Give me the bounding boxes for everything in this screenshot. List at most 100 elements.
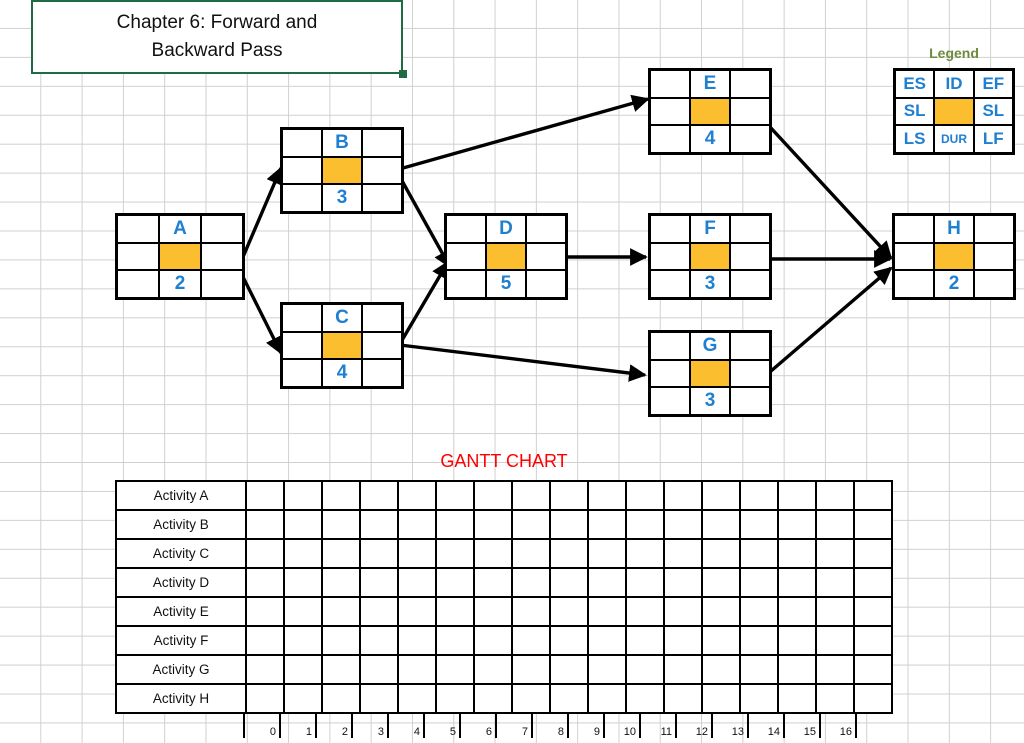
- gantt-cell[interactable]: [359, 567, 399, 598]
- gantt-cell[interactable]: [283, 538, 323, 569]
- gantt-cell[interactable]: [435, 567, 475, 598]
- gantt-cell[interactable]: [473, 509, 513, 540]
- gantt-cell[interactable]: [321, 683, 361, 714]
- gantt-cell[interactable]: [777, 567, 817, 598]
- gantt-cell[interactable]: [283, 480, 323, 511]
- gantt-cell[interactable]: [587, 567, 627, 598]
- gantt-cell[interactable]: [853, 538, 893, 569]
- gantt-cell[interactable]: [625, 567, 665, 598]
- gantt-cell[interactable]: [359, 683, 399, 714]
- gantt-cell[interactable]: [777, 596, 817, 627]
- gantt-cell[interactable]: [853, 683, 893, 714]
- gantt-cell[interactable]: [397, 596, 437, 627]
- gantt-cell[interactable]: [777, 538, 817, 569]
- gantt-cell[interactable]: [663, 654, 703, 685]
- gantt-cell[interactable]: [815, 654, 855, 685]
- gantt-cell[interactable]: [473, 567, 513, 598]
- gantt-cell[interactable]: [397, 538, 437, 569]
- gantt-cell[interactable]: [549, 538, 589, 569]
- gantt-cell[interactable]: [435, 480, 475, 511]
- gantt-cell[interactable]: [853, 625, 893, 656]
- gantt-cell[interactable]: [663, 683, 703, 714]
- gantt-cell[interactable]: [777, 509, 817, 540]
- gantt-cell[interactable]: [321, 509, 361, 540]
- gantt-cell[interactable]: [321, 538, 361, 569]
- gantt-cell[interactable]: [511, 625, 551, 656]
- gantt-cell[interactable]: [283, 567, 323, 598]
- gantt-cell[interactable]: [815, 625, 855, 656]
- gantt-cell[interactable]: [739, 625, 779, 656]
- gantt-cell[interactable]: [511, 596, 551, 627]
- gantt-cell[interactable]: [283, 683, 323, 714]
- gantt-cell[interactable]: [397, 654, 437, 685]
- gantt-cell[interactable]: [815, 567, 855, 598]
- gantt-cell[interactable]: [587, 625, 627, 656]
- gantt-cell[interactable]: [245, 538, 285, 569]
- gantt-cell[interactable]: [777, 480, 817, 511]
- gantt-cell[interactable]: [587, 596, 627, 627]
- gantt-cell[interactable]: [815, 596, 855, 627]
- gantt-cell[interactable]: [397, 683, 437, 714]
- gantt-cell[interactable]: [549, 683, 589, 714]
- gantt-cell[interactable]: [587, 683, 627, 714]
- gantt-cell[interactable]: [701, 654, 741, 685]
- gantt-cell[interactable]: [359, 596, 399, 627]
- gantt-cell[interactable]: [625, 509, 665, 540]
- gantt-cell[interactable]: [359, 538, 399, 569]
- gantt-cell[interactable]: [815, 683, 855, 714]
- gantt-cell[interactable]: [777, 654, 817, 685]
- gantt-cell[interactable]: [815, 509, 855, 540]
- gantt-cell[interactable]: [739, 480, 779, 511]
- gantt-cell[interactable]: [321, 654, 361, 685]
- gantt-cell[interactable]: [511, 538, 551, 569]
- gantt-cell[interactable]: [549, 509, 589, 540]
- gantt-cell[interactable]: [663, 596, 703, 627]
- gantt-cell[interactable]: [473, 480, 513, 511]
- gantt-cell[interactable]: [853, 509, 893, 540]
- gantt-cell[interactable]: [815, 538, 855, 569]
- gantt-cell[interactable]: [701, 596, 741, 627]
- gantt-cell[interactable]: [435, 509, 475, 540]
- gantt-cell[interactable]: [511, 654, 551, 685]
- gantt-cell[interactable]: [473, 625, 513, 656]
- gantt-cell[interactable]: [321, 596, 361, 627]
- gantt-cell[interactable]: [321, 567, 361, 598]
- gantt-cell[interactable]: [245, 509, 285, 540]
- gantt-cell[interactable]: [511, 480, 551, 511]
- gantt-cell[interactable]: [283, 625, 323, 656]
- gantt-cell[interactable]: [853, 480, 893, 511]
- gantt-cell[interactable]: [511, 567, 551, 598]
- gantt-cell[interactable]: [359, 654, 399, 685]
- gantt-cell[interactable]: [625, 538, 665, 569]
- gantt-cell[interactable]: [245, 683, 285, 714]
- gantt-cell[interactable]: [283, 654, 323, 685]
- gantt-cell[interactable]: [245, 596, 285, 627]
- gantt-cell[interactable]: [739, 509, 779, 540]
- gantt-cell[interactable]: [663, 625, 703, 656]
- gantt-cell[interactable]: [321, 625, 361, 656]
- gantt-cell[interactable]: [549, 480, 589, 511]
- gantt-cell[interactable]: [359, 509, 399, 540]
- gantt-cell[interactable]: [777, 683, 817, 714]
- gantt-cell[interactable]: [777, 625, 817, 656]
- gantt-cell[interactable]: [739, 596, 779, 627]
- gantt-cell[interactable]: [435, 625, 475, 656]
- gantt-cell[interactable]: [245, 567, 285, 598]
- gantt-cell[interactable]: [587, 509, 627, 540]
- gantt-cell[interactable]: [473, 654, 513, 685]
- gantt-cell[interactable]: [549, 654, 589, 685]
- gantt-cell[interactable]: [701, 683, 741, 714]
- gantt-cell[interactable]: [549, 567, 589, 598]
- gantt-cell[interactable]: [359, 625, 399, 656]
- gantt-cell[interactable]: [245, 480, 285, 511]
- gantt-cell[interactable]: [625, 683, 665, 714]
- gantt-cell[interactable]: [549, 596, 589, 627]
- gantt-cell[interactable]: [511, 509, 551, 540]
- gantt-cell[interactable]: [701, 480, 741, 511]
- gantt-cell[interactable]: [663, 480, 703, 511]
